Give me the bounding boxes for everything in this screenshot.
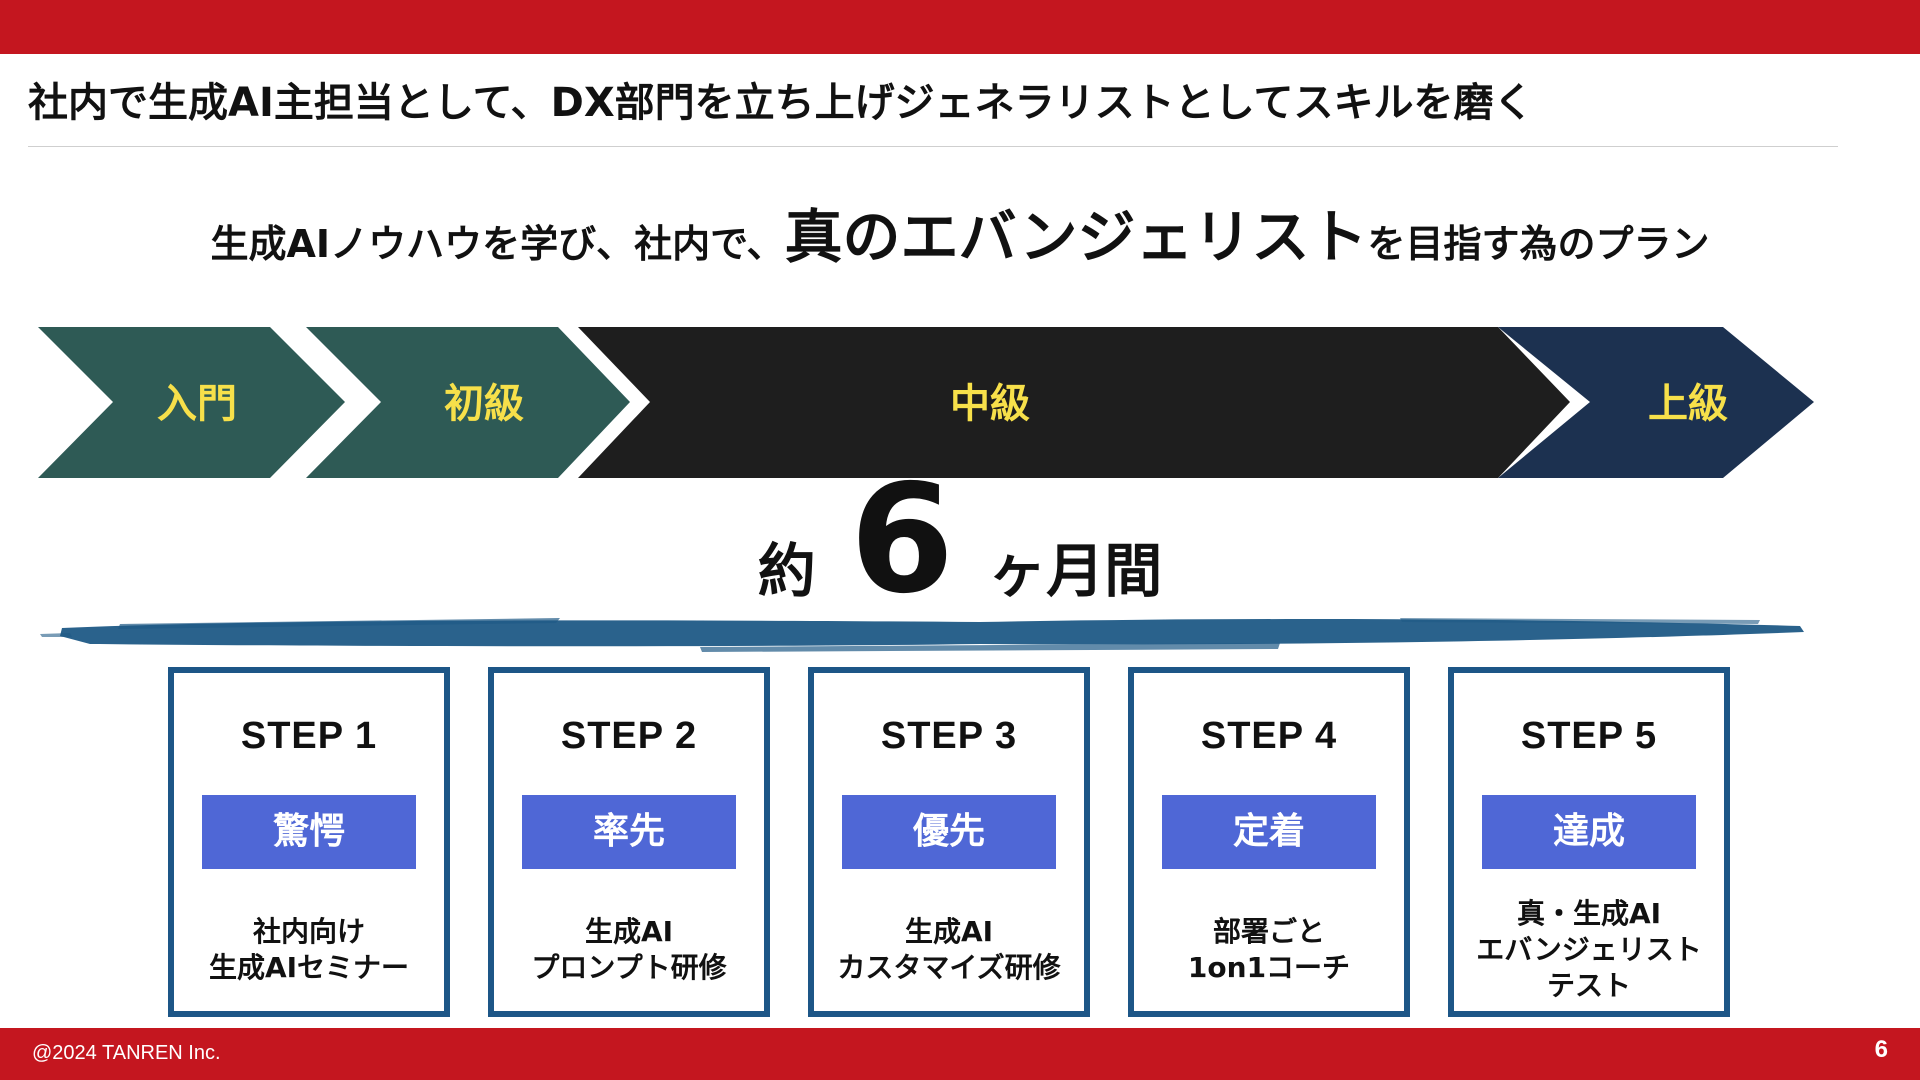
step-card-4: STEP 4 定着 部署ごと 1on1コーチ: [1128, 667, 1410, 1017]
stage-label-advanced: 上級: [1648, 381, 1728, 427]
step-description: 生成AI プロンプト研修: [494, 895, 764, 1005]
plan-subtitle: 生成AIノウハウを学び、社内で、真のエバンジェリストを目指す為のプラン: [0, 190, 1920, 274]
step-desc-line: 社内向け: [252, 915, 365, 948]
step-desc-line: 部署ごと: [1212, 915, 1325, 948]
step-desc-line: プロンプト研修: [531, 951, 727, 984]
step-description: 生成AI カスタマイズ研修: [814, 895, 1084, 1005]
step-desc-line: エバンジェリスト: [1476, 933, 1702, 966]
step-desc-line: 真・生成AI: [1516, 897, 1662, 930]
title-divider: [28, 146, 1838, 147]
step-desc-line: 1on1コーチ: [1187, 951, 1351, 984]
step-card-1: STEP 1 驚愕 社内向け 生成AIセミナー: [168, 667, 450, 1017]
step-badge: 率先: [522, 795, 736, 869]
step-desc-line: テスト: [1546, 969, 1631, 1002]
step-desc-line: 生成AI: [904, 915, 994, 948]
slide-title: 社内で生成AI主担当として、DX部門を立ち上げジェネラリストとしてスキルを磨く: [28, 80, 1534, 126]
page-number: 6: [1874, 1036, 1888, 1063]
subtitle-lead: 生成AIノウハウを学び、社内で、: [210, 222, 785, 266]
step-card-3: STEP 3 優先 生成AI カスタマイズ研修: [808, 667, 1090, 1017]
top-brand-bar: [0, 0, 1920, 54]
stage-label-beginner: 入門: [157, 381, 237, 427]
step-title: STEP 3: [880, 715, 1018, 757]
step-badge: 優先: [842, 795, 1056, 869]
step-description: 部署ごと 1on1コーチ: [1134, 895, 1404, 1005]
step-card-2: STEP 2 率先 生成AI プロンプト研修: [488, 667, 770, 1017]
duration-prefix: 約: [757, 537, 816, 605]
step-badge: 達成: [1482, 795, 1696, 869]
stage-arrow-advanced: [1498, 327, 1814, 478]
step-desc-line: 生成AIセミナー: [208, 951, 410, 984]
bottom-brand-bar: [0, 1028, 1920, 1080]
step-title: STEP 4: [1200, 715, 1338, 757]
step-desc-line: 生成AI: [584, 915, 674, 948]
stage-arrow-elementary: [306, 327, 630, 478]
duration-suffix: ヶ月間: [988, 537, 1163, 605]
step-title: STEP 1: [240, 715, 378, 757]
step-badge: 驚愕: [202, 795, 416, 869]
subtitle-emphasis: 真のエバンジェリスト: [784, 203, 1368, 271]
duration-number: 6: [849, 453, 955, 627]
subtitle-tail: を目指す為のプラン: [1367, 222, 1710, 266]
step-title: STEP 2: [560, 715, 698, 757]
step-desc-line: カスタマイズ研修: [837, 951, 1061, 984]
step-title: STEP 5: [1520, 715, 1658, 757]
step-description: 社内向け 生成AIセミナー: [174, 895, 444, 1005]
step-badge: 定着: [1162, 795, 1376, 869]
stage-label-elementary: 初級: [444, 381, 524, 427]
stage-arrow-intermediate: [578, 327, 1570, 478]
stage-label-intermediate: 中級: [950, 381, 1030, 427]
copyright-text: @2024 TANREN Inc.: [32, 1042, 221, 1064]
step-card-5: STEP 5 達成 真・生成AI エバンジェリスト テスト: [1448, 667, 1730, 1017]
stage-arrow-beginner: [38, 327, 345, 478]
step-description: 真・生成AI エバンジェリスト テスト: [1454, 895, 1724, 1005]
